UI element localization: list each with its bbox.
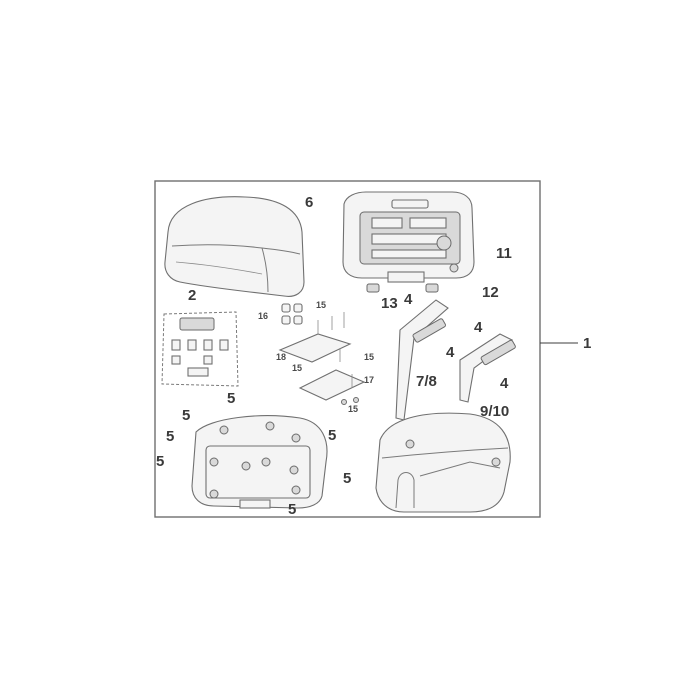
callout-5-left: 5 [166,428,174,445]
diagram-frame [154,180,541,518]
top-case-assembled-illustration [375,412,511,513]
callout-13: 13 [381,295,398,312]
side-bracket-left-illustration [395,299,449,421]
callout-15-bottom: 15 [348,404,358,414]
callout-15-top: 15 [316,300,326,310]
top-case-rear-illustration [342,191,475,293]
callout-16: 16 [258,311,268,321]
callout-15-right: 15 [364,352,374,362]
callout-4-top-right: 4 [474,319,483,336]
callout-5-bottom: 5 [288,501,296,518]
callout-5-lower-right: 5 [343,470,351,487]
mounting-plate-illustration [278,312,366,405]
callout-12: 12 [482,284,499,301]
callout-5-top: 5 [227,390,235,407]
side-bracket-right-illustration [459,333,516,403]
callout-17: 17 [364,375,374,385]
callout-18: 18 [276,352,286,362]
callout-5-lower-left: 5 [156,453,164,470]
backrest-pad-illustration [164,196,305,297]
callout-2: 2 [188,287,196,304]
clips-illustration [281,303,303,325]
callout-5-right: 5 [328,427,336,444]
callout-6: 6 [305,194,313,211]
callout-9-10: 9/10 [480,403,509,420]
callout-1: 1 [583,335,591,352]
callout-4-mid-right: 4 [500,375,509,392]
callout-5-upper-left: 5 [182,407,190,424]
callout-15-left: 15 [292,363,302,373]
hardware-kit-illustration [161,311,239,387]
top-case-underside-illustration [191,415,328,509]
callout-7-8: 7/8 [416,373,437,390]
callout-4-top-left: 4 [404,291,413,308]
callout-4-mid-left: 4 [446,344,455,361]
callout-11: 11 [496,245,512,262]
